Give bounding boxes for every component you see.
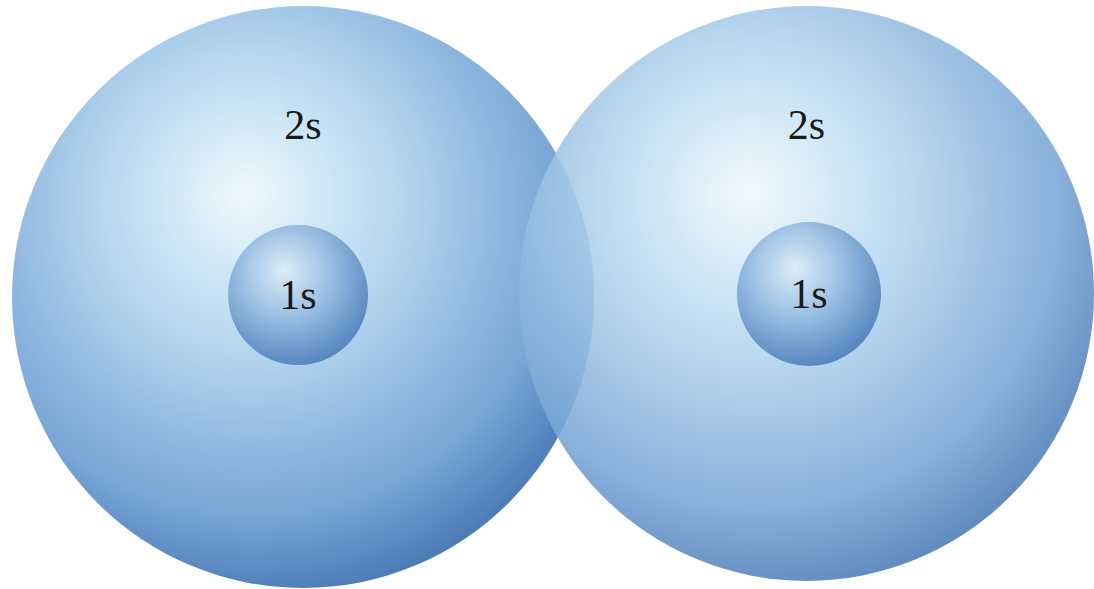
orbital-label: 1s bbox=[279, 274, 316, 316]
orbital-2s: 2s 1s bbox=[12, 6, 594, 588]
orbital-1s: 1s bbox=[737, 222, 881, 366]
orbital-label: 1s bbox=[790, 273, 827, 315]
orbital-2s: 2s 1s bbox=[519, 6, 1094, 581]
orbital-label: 2s bbox=[284, 104, 321, 146]
orbital-1s: 1s bbox=[228, 225, 368, 365]
orbital-label: 2s bbox=[788, 104, 825, 146]
